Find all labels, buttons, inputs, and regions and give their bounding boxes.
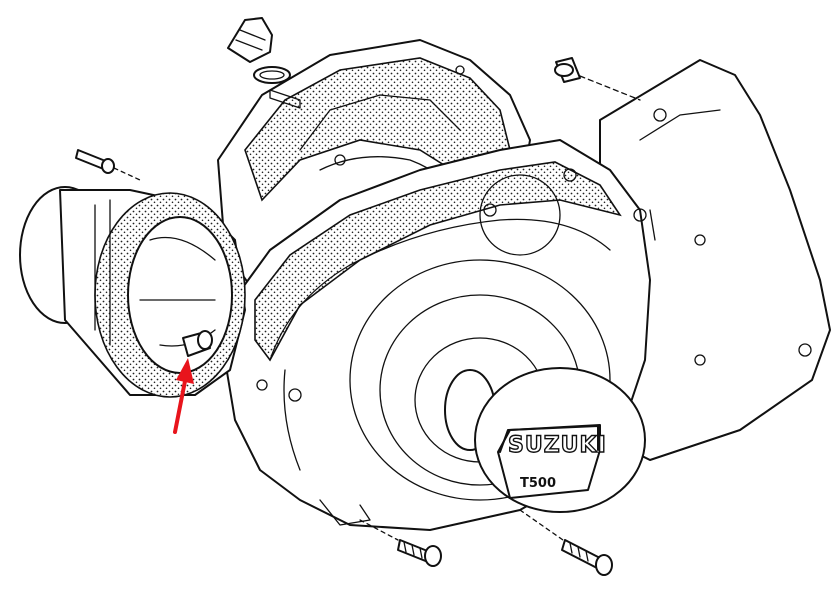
dowel-pin <box>182 330 213 357</box>
bottom-bolts <box>359 509 613 576</box>
oil-filler-cap <box>227 17 301 109</box>
left-gasket-and-clutch-cover <box>19 186 246 398</box>
brand-logo-text: SUZUKI <box>508 433 607 458</box>
emblem-cover: SUZUKI T500 <box>474 367 646 513</box>
top-right-dowel <box>554 57 641 101</box>
top-left-bolt <box>75 149 141 181</box>
red-arrow-icon <box>173 358 194 434</box>
model-logo-text: T500 <box>520 476 556 491</box>
